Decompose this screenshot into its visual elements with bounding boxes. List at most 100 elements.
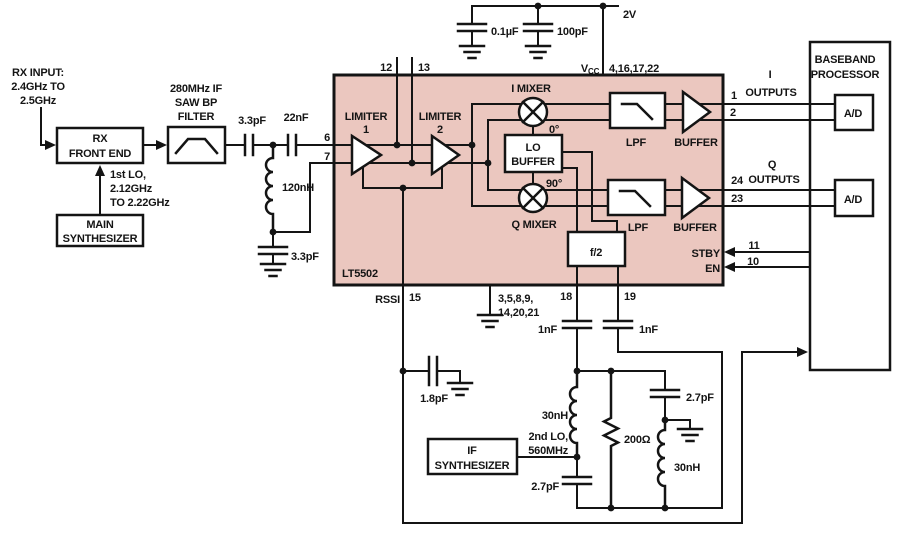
main-synth-label: MAIN [86, 219, 114, 231]
saw-filter-label: FILTER [178, 111, 215, 123]
i-outputs-label: OUTPUTS [745, 87, 796, 99]
lpf-q-label: LPF [628, 222, 649, 234]
vcc-pin-numbers: 4,16,17,22 [609, 63, 659, 75]
buffer-i-label: BUFFER [674, 137, 718, 149]
first-lo-label: TO 2.22GHz [110, 197, 170, 209]
phase-0-label: 0° [549, 124, 559, 136]
pin11-label: 11 [748, 240, 759, 252]
if-synth-label: SYNTHESIZER [435, 460, 510, 472]
divider-f2-label: f/2 [590, 247, 602, 259]
lowpass-icon [618, 189, 652, 208]
capacitor-0.1uf [456, 22, 488, 33]
baseband-label: BASEBAND [815, 54, 876, 66]
resistor-200ohm [601, 369, 621, 510]
capacitor-1nf-pin19 [602, 319, 634, 330]
second-lo-label: 2nd LO, [528, 431, 568, 443]
rx-input-label: 2.5GHz [20, 95, 57, 107]
q-outputs-label: Q [768, 159, 777, 171]
capacitor-100pf [522, 22, 554, 33]
if-synthesizer-box [426, 437, 519, 476]
arrow-right-icon [45, 140, 56, 150]
buffer-q-triangle [680, 175, 712, 221]
capacitor-1nf-pin18 [561, 319, 593, 330]
adc-i-box [833, 93, 875, 132]
junction-dots [269, 2, 669, 512]
capacitor-2.7pf-left [561, 475, 593, 486]
rssi-pin-label: RSSI [375, 294, 400, 306]
inductor-120nh [264, 143, 275, 234]
bandpass-icon [174, 137, 219, 155]
first-lo-label: 1st LO, [110, 169, 146, 181]
ground-icon [259, 262, 287, 278]
i-mixer-label: I MIXER [511, 83, 551, 95]
baseband-label: PROCESSOR [811, 69, 880, 81]
buffer-q-label: BUFFER [673, 222, 717, 234]
capacitor-1.8pf-rssi [427, 355, 439, 387]
adc-q-box [833, 178, 875, 218]
res-200ohm-value: 200Ω [624, 434, 651, 446]
pin1-label: 1 [731, 90, 737, 102]
limiter2-triangle [430, 133, 462, 177]
arrowheads [45, 140, 808, 357]
arrow-up-icon [95, 165, 105, 176]
capacitor-2.7pf-right [649, 388, 681, 399]
first-lo-label: 2.12GHz [110, 183, 153, 195]
q-outputs-label: OUTPUTS [748, 174, 799, 186]
lo-buffer-label: BUFFER [511, 156, 555, 168]
limiter2-label: LIMITER [419, 111, 462, 123]
lo-buffer-label: LO [526, 142, 542, 154]
vcc-label: V [581, 63, 589, 75]
chip-part-number: LT5502 [342, 268, 378, 280]
q-mixer-label: Q MIXER [511, 219, 556, 231]
second-lo-label: 560MHz [528, 445, 568, 457]
inductor-30nh-right [656, 418, 667, 510]
i-mixer-symbol [517, 96, 549, 128]
ground-icon [446, 381, 474, 397]
arrow-right-icon [797, 347, 808, 357]
vcc-subscript: CC [588, 67, 600, 76]
arrow-right-icon [156, 140, 167, 150]
if-synth-label: IF [467, 445, 477, 457]
pin19-label: 19 [624, 291, 636, 303]
buffer-i-triangle [681, 89, 713, 135]
cap-1nf-pin18-value: 1nF [538, 324, 557, 336]
q-mixer-symbol [517, 182, 549, 214]
rx-input-label: RX INPUT: [12, 67, 64, 79]
supply-2v-label: 2V [623, 9, 637, 21]
stby-pin-label: STBY [691, 248, 720, 260]
lo-buffer-box [503, 133, 564, 174]
capacitor-3.3pf-series [243, 133, 255, 157]
adc-q-label: A/D [844, 194, 863, 206]
ground-pins-label: 3,5,8,9, [498, 293, 533, 305]
cap-0p1uf-value: 0.1µF [491, 26, 519, 38]
cap-3p3-series-value: 3.3pF [238, 115, 266, 127]
cap-100pf-value: 100pF [557, 26, 588, 38]
rx-front-end-label: RX [93, 133, 109, 145]
pin15-label: 15 [409, 292, 421, 304]
cap-1.8pf-value: 1.8pF [420, 393, 448, 405]
phase-90-label: 90° [546, 178, 562, 190]
limiter1-number: 1 [363, 124, 369, 136]
adc-i-label: A/D [844, 108, 863, 120]
main-synth-label: SYNTHESIZER [63, 233, 138, 245]
saw-filter-label: SAW BP [175, 97, 217, 109]
rx-front-end-label: FRONT END [69, 148, 132, 160]
limiter1-triangle [350, 133, 384, 177]
en-pin-label: EN [705, 263, 720, 275]
pin18-label: 18 [560, 291, 572, 303]
inductor-30nh-left [568, 369, 579, 459]
limiter1-label: LIMITER [345, 111, 388, 123]
rx-front-end-box [55, 126, 145, 165]
pin7-label: 7 [324, 151, 330, 163]
arrow-left-icon [724, 262, 735, 272]
capacitor-22nf-series [286, 133, 298, 157]
lpf-i-label: LPF [626, 137, 647, 149]
pin13-label: 13 [418, 62, 430, 74]
cap-2.7pf-right-value: 2.7pF [686, 392, 714, 404]
ind-30nh-left-value: 30nH [542, 410, 568, 422]
pin10-label: 10 [747, 256, 759, 268]
saw-filter-label: 280MHz IF [170, 83, 222, 95]
main-synthesizer-box [55, 213, 145, 248]
i-outputs-label: I [769, 69, 772, 81]
